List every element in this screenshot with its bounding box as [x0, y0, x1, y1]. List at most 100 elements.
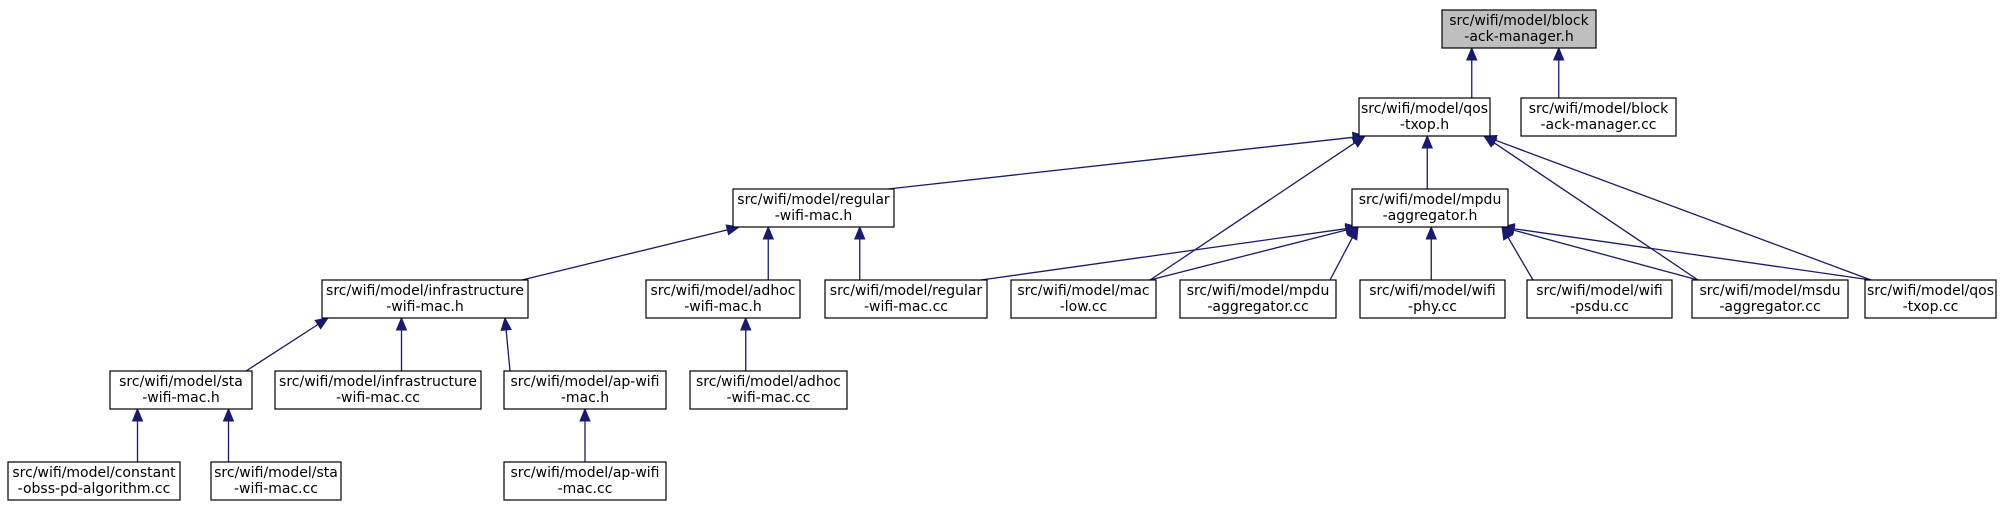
node-mac_low_cc[interactable]: src/wifi/model/mac-low.cc	[1010, 279, 1157, 319]
node-adhoc_wifi_mac_cc[interactable]: src/wifi/model/adhoc-wifi-mac.cc	[689, 370, 848, 410]
node-label: -txop.cc	[1903, 299, 1959, 315]
arrowhead-icon	[1466, 46, 1478, 61]
edge-line	[1513, 229, 1699, 281]
node-sta_wifi_mac_h[interactable]: src/wifi/model/sta-wifi-mac.h	[109, 370, 253, 410]
node-wifi_psdu_cc[interactable]: src/wifi/model/wifi-psdu.cc	[1526, 279, 1673, 319]
edge-ap_wifi_mac_cc-to-ap_wifi_mac_h	[579, 407, 591, 462]
edge-sta_wifi_mac_h-to-infrastructure_wifi_mac_h	[245, 317, 330, 372]
edge-line	[1329, 237, 1353, 281]
edge-line	[1513, 228, 1872, 281]
node-label: src/wifi/model/regular	[830, 283, 983, 299]
node-label: -txop.h	[1400, 117, 1449, 133]
edge-adhoc_wifi_mac_h-to-regular_wifi_mac_h	[762, 225, 774, 280]
node-box[interactable]	[824, 279, 988, 319]
node-box[interactable]	[210, 461, 342, 501]
node-label: -wifi-mac.cc	[864, 299, 948, 315]
node-sta_wifi_mac_cc[interactable]: src/wifi/model/sta-wifi-mac.cc	[210, 461, 342, 501]
node-box[interactable]	[1526, 279, 1673, 319]
node-adhoc_wifi_mac_h[interactable]: src/wifi/model/adhoc-wifi-mac.h	[645, 279, 801, 319]
arrowhead-icon	[579, 407, 591, 422]
node-label: -psdu.cc	[1570, 299, 1629, 315]
node-label: src/wifi/model/mpdu	[1359, 192, 1502, 208]
node-mpdu_aggregator_cc[interactable]: src/wifi/model/mpdu-aggregator.cc	[1179, 279, 1337, 319]
node-infrastructure_wifi_mac_cc[interactable]: src/wifi/model/infrastructure-wifi-mac.c…	[274, 370, 482, 410]
node-label: src/wifi/model/sta	[119, 374, 243, 390]
edge-mac_low_cc-to-mpdu_aggregator_h	[1149, 224, 1360, 281]
edge-mpdu_aggregator_cc-to-mpdu_aggregator_h	[1329, 225, 1359, 281]
arrowhead-icon	[1421, 134, 1433, 149]
edge-line	[1149, 142, 1356, 281]
node-label: src/wifi/model/wifi	[1369, 283, 1496, 299]
node-box[interactable]	[7, 461, 181, 501]
edge-adhoc_wifi_mac_cc-to-adhoc_wifi_mac_h	[740, 316, 752, 371]
node-label: -low.cc	[1060, 299, 1108, 315]
node-infrastructure_wifi_mac_h[interactable]: src/wifi/model/infrastructure-wifi-mac.h	[321, 279, 529, 319]
node-label: -mac.cc	[558, 481, 613, 497]
node-label: src/wifi/model/constant	[12, 465, 176, 481]
node-box[interactable]	[1351, 188, 1509, 228]
node-label: src/wifi/model/infrastructure	[326, 283, 524, 299]
node-label: -ack-manager.cc	[1541, 117, 1657, 133]
arrowhead-icon	[762, 225, 774, 240]
node-label: src/wifi/model/ap-wifi	[510, 374, 659, 390]
node-box[interactable]	[732, 188, 895, 228]
node-box[interactable]	[1520, 97, 1677, 137]
edge-block_ack_manager_cc-to-block_ack_manager_h	[1553, 46, 1565, 98]
node-box[interactable]	[321, 279, 529, 319]
edge-msdu_aggregator_cc-to-mpdu_aggregator_h	[1500, 224, 1699, 281]
edge-line	[505, 329, 511, 372]
edge-line	[1495, 139, 1872, 281]
node-ap_wifi_mac_h[interactable]: src/wifi/model/ap-wifi-mac.h	[503, 370, 667, 410]
edge-line	[1149, 229, 1347, 281]
arrowhead-icon	[1351, 135, 1367, 148]
node-label: -wifi-mac.h	[775, 208, 853, 224]
node-box[interactable]	[689, 370, 848, 410]
node-box[interactable]	[274, 370, 482, 410]
node-box[interactable]	[503, 370, 667, 410]
node-label: -phy.cc	[1408, 299, 1457, 315]
node-label: -wifi-mac.cc	[234, 481, 318, 497]
node-msdu_aggregator_cc[interactable]: src/wifi/model/msdu-aggregator.cc	[1691, 279, 1849, 319]
edge-line	[1507, 237, 1534, 281]
edge-regular_wifi_mac_cc-to-mpdu_aggregator_h	[980, 223, 1360, 281]
edge-line	[980, 228, 1347, 281]
edge-line	[887, 136, 1354, 190]
node-box[interactable]	[1691, 279, 1849, 319]
node-box	[1441, 9, 1597, 49]
edge-wifi_psdu_cc-to-mpdu_aggregator_h	[1501, 225, 1534, 281]
node-label: -wifi-mac.h	[142, 390, 220, 406]
edge-sta_wifi_mac_cc-to-sta_wifi_mac_h	[222, 407, 235, 462]
node-block_ack_manager_cc[interactable]: src/wifi/model/block-ack-manager.cc	[1520, 97, 1677, 137]
nodes-layer: src/wifi/model/block-ack-manager.hsrc/wi…	[7, 9, 1997, 501]
arrowhead-icon	[1425, 225, 1437, 240]
node-box[interactable]	[1359, 279, 1506, 319]
node-box[interactable]	[109, 370, 253, 410]
node-constant_obss_pd_algorithm_cc[interactable]: src/wifi/model/constant-obss-pd-algorith…	[7, 461, 181, 501]
node-label: src/wifi/model/sta	[214, 465, 338, 481]
node-box[interactable]	[1864, 279, 1997, 319]
node-regular_wifi_mac_cc[interactable]: src/wifi/model/regular-wifi-mac.cc	[824, 279, 988, 319]
node-mpdu_aggregator_h[interactable]: src/wifi/model/mpdu-aggregator.h	[1351, 188, 1509, 228]
node-wifi_phy_cc[interactable]: src/wifi/model/wifi-phy.cc	[1359, 279, 1506, 319]
node-label: src/wifi/model/ap-wifi	[510, 465, 659, 481]
arrowhead-icon	[1347, 225, 1359, 241]
edge-infrastructure_wifi_mac_cc-to-infrastructure_wifi_mac_h	[395, 316, 408, 371]
node-label: src/wifi/model/infrastructure	[279, 374, 477, 390]
node-regular_wifi_mac_h[interactable]: src/wifi/model/regular-wifi-mac.h	[732, 188, 895, 228]
edge-line	[521, 229, 728, 281]
node-box[interactable]	[645, 279, 801, 319]
node-box[interactable]	[503, 461, 667, 501]
node-qos_txop_h[interactable]: src/wifi/model/qos-txop.h	[1358, 97, 1491, 137]
node-ap_wifi_mac_cc[interactable]: src/wifi/model/ap-wifi-mac.cc	[503, 461, 667, 501]
arrowhead-icon	[1553, 46, 1565, 61]
node-qos_txop_cc[interactable]: src/wifi/model/qos-txop.cc	[1864, 279, 1997, 319]
node-label: src/wifi/model/msdu	[1699, 283, 1840, 299]
edge-wifi_phy_cc-to-mpdu_aggregator_h	[1425, 225, 1437, 280]
node-box[interactable]	[1010, 279, 1157, 319]
node-box[interactable]	[1358, 97, 1491, 137]
arrowhead-icon	[854, 225, 866, 240]
arrowhead-icon	[500, 316, 512, 331]
node-label: src/wifi/model/block	[1449, 13, 1589, 29]
node-box[interactable]	[1179, 279, 1337, 319]
